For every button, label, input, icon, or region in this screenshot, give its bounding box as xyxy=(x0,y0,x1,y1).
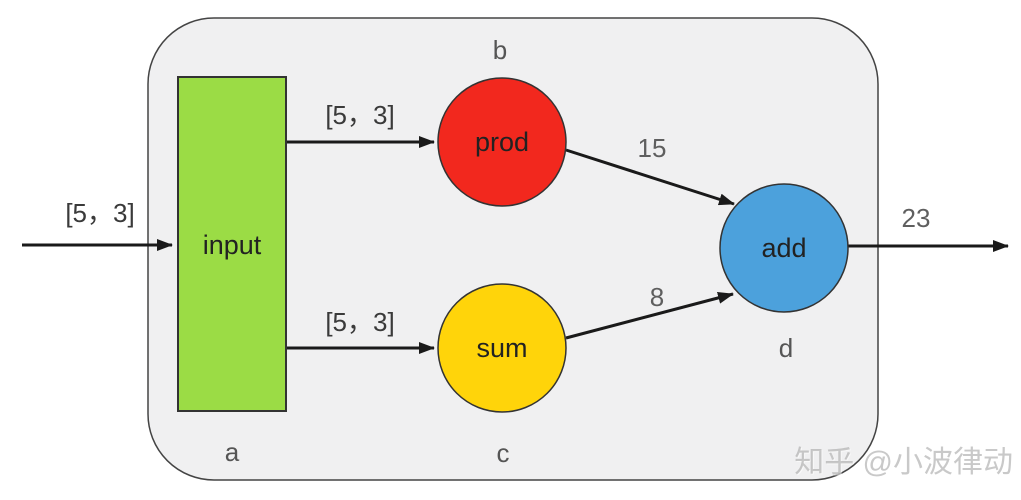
node-add xyxy=(719,183,849,313)
node-sum xyxy=(437,283,567,413)
edge-prod-to-add-label: 15 xyxy=(638,133,667,163)
tag-label-d: d xyxy=(779,333,793,363)
tag-label-c: c xyxy=(497,438,510,468)
tag-label-a: a xyxy=(225,437,240,467)
node-input-label: input xyxy=(203,230,262,260)
node-prod-label: prod xyxy=(475,127,529,157)
edge-sum-to-add-label: 8 xyxy=(650,282,664,312)
edge-prod-to-add-line xyxy=(565,148,735,206)
edge-external-input-label: [5，3] xyxy=(65,198,134,228)
edge-add-to-output-label: 23 xyxy=(902,203,931,233)
node-input xyxy=(177,76,287,412)
tag-label-b: b xyxy=(493,35,507,65)
node-add-label: add xyxy=(761,233,806,263)
watermark: 知乎 @小波律动 xyxy=(794,446,1013,479)
graph-container xyxy=(147,17,879,481)
edge-input-to-sum-label: [5，3] xyxy=(325,307,394,337)
edge-input-to-prod-label: [5，3] xyxy=(325,100,394,130)
edge-sum-to-add-line xyxy=(565,292,734,340)
node-sum-label: sum xyxy=(476,333,527,363)
node-prod xyxy=(437,77,567,207)
